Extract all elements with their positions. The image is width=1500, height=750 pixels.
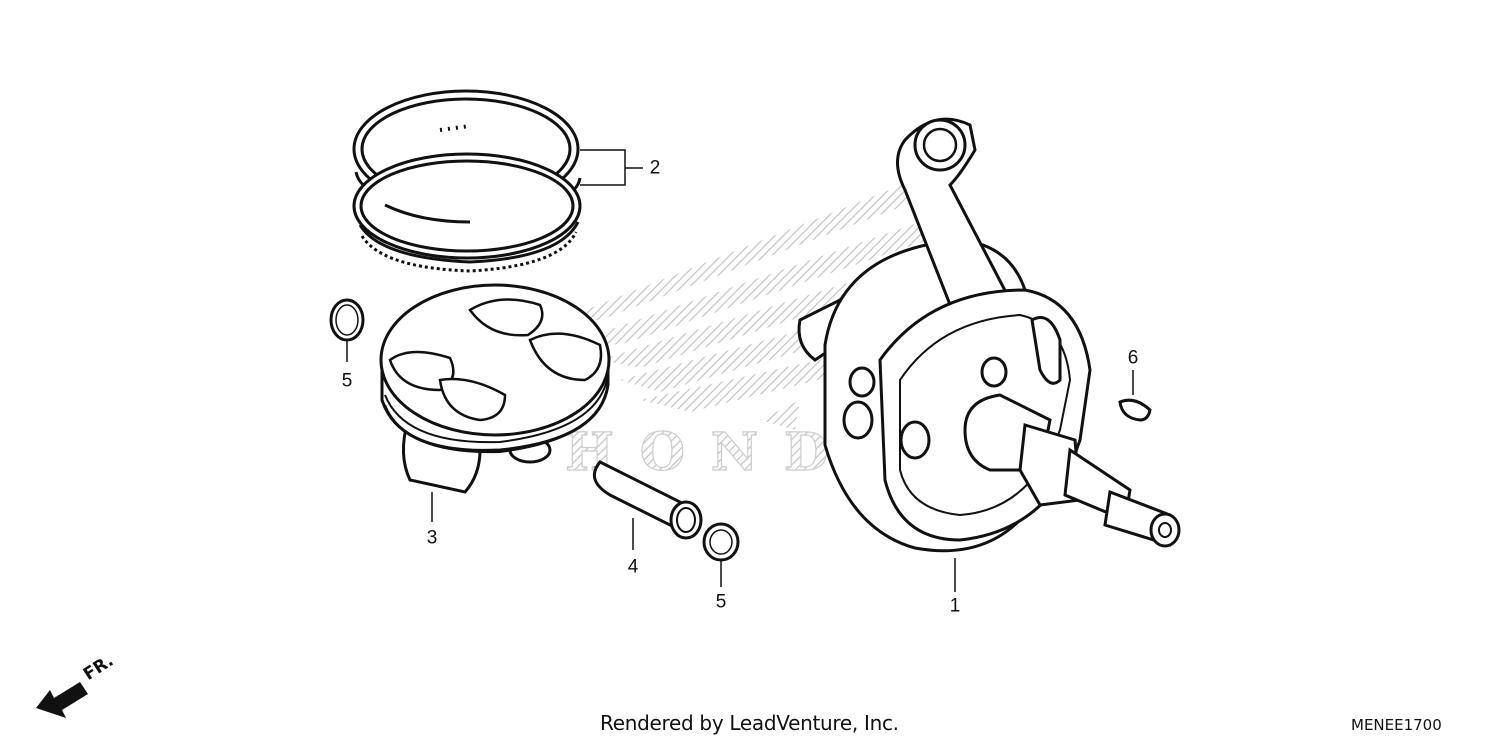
fr-direction-arrow-icon: [36, 682, 88, 718]
piston-rings-drawing: [352, 89, 582, 273]
callout-woodruff-key: 6: [1127, 347, 1139, 369]
callout-piston-pin: 4: [627, 556, 639, 578]
ring-callout-leader: [580, 149, 643, 186]
diagram-code: MENEE1700: [1351, 716, 1442, 734]
pin-clip-left-drawing: [329, 298, 365, 342]
pin-clip-right-drawing: [702, 522, 740, 562]
woodruff-key-drawing: [1118, 398, 1152, 422]
crankshaft-drawing: [797, 117, 1181, 553]
footer-credit: Rendered by LeadVenture, Inc.: [600, 711, 899, 735]
callout-pin-clip-left: 5: [341, 370, 353, 392]
callout-piston: 3: [426, 527, 438, 549]
callout-pin-clip-right: 5: [715, 591, 727, 613]
piston-drawing: [379, 283, 611, 494]
callout-crankshaft: 1: [949, 595, 961, 617]
callout-piston-rings: 2: [649, 157, 661, 179]
piston-pin-drawing: [592, 460, 703, 540]
